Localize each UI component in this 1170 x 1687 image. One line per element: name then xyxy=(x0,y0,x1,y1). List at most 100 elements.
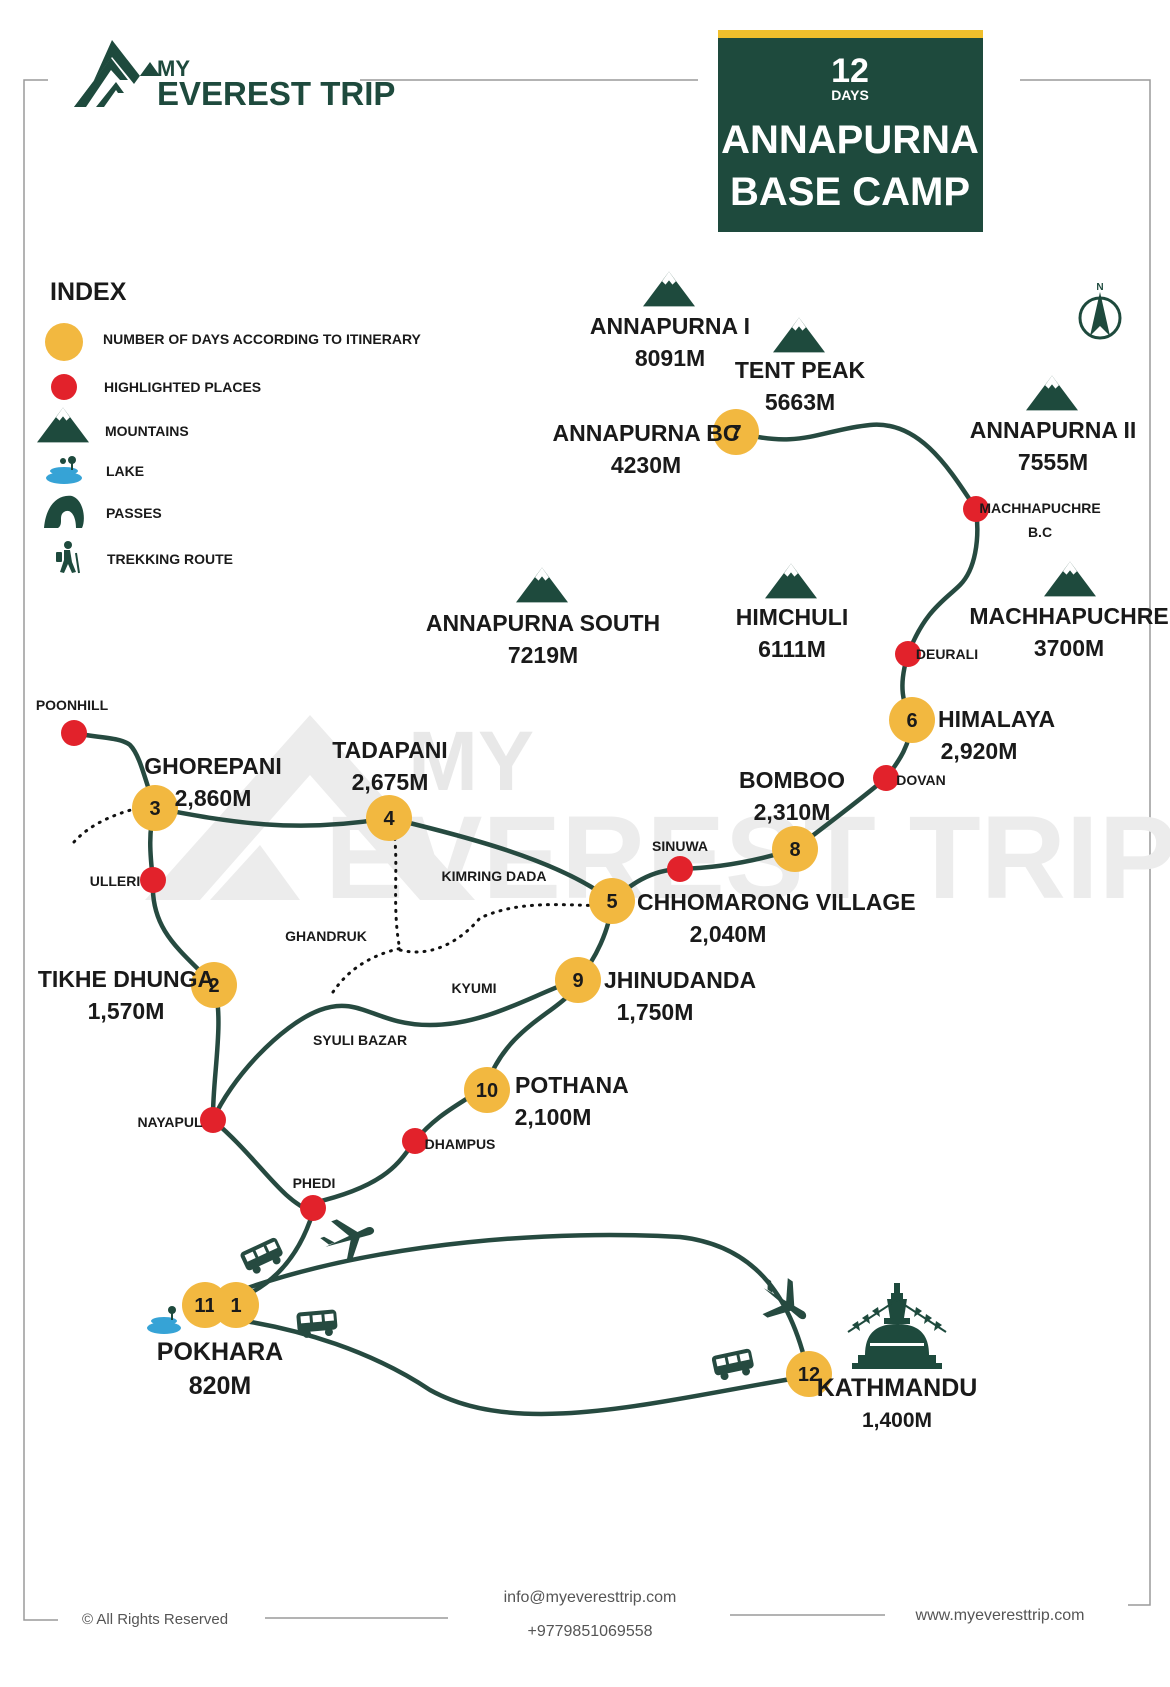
index-label-highlighted: HIGHLIGHTED PLACES xyxy=(104,379,261,395)
city-altitude-kathmandu: 1,400M xyxy=(862,1409,932,1432)
logo-text-my: MY xyxy=(157,56,190,81)
mountain-altitude: 8091M xyxy=(635,345,705,371)
route-tadapani-chhomarong xyxy=(386,815,615,904)
stop-altitude-tikhe-dhunga: 1,570M xyxy=(88,998,165,1024)
highlighted-place-labels: POONHILL ULLERI NAYAPUL PHEDI DHAMPUS SI… xyxy=(36,500,1101,1191)
bus-icon xyxy=(240,1237,283,1274)
dot-nayapul xyxy=(200,1107,226,1133)
index-label-passes: PASSES xyxy=(106,505,162,521)
index-label-lake: LAKE xyxy=(106,463,144,479)
stop-name-himalaya: HIMALAYA xyxy=(938,706,1055,732)
route-ghorepani-tadapani xyxy=(152,805,392,828)
day-stop-12: 12 xyxy=(786,1351,832,1397)
mountain-altitude: 6111M xyxy=(758,636,826,662)
day-stop-4: 4 xyxy=(366,795,412,841)
airplane-icon xyxy=(762,1278,807,1320)
pass-icon xyxy=(44,495,84,528)
stop-altitude-annapurna-bc: 4230M xyxy=(611,452,681,478)
mountain-icon xyxy=(765,563,817,599)
title-days-number: 12 xyxy=(831,52,869,90)
footer-email[interactable]: info@myeveresttrip.com xyxy=(504,1589,677,1606)
title-days-word: DAYS xyxy=(831,87,869,103)
mountain-name: ANNAPURNA SOUTH xyxy=(426,610,660,636)
mountain-name: ANNAPURNA II xyxy=(970,417,1137,443)
place-syuli-bazar: SYULI BAZAR xyxy=(313,1032,407,1048)
stop-name-ghorepani: GHOREPANI xyxy=(144,753,282,779)
index-label-mountains: MOUNTAINS xyxy=(105,423,189,439)
stop-altitude-tadapani: 2,675M xyxy=(352,769,429,795)
place-kyumi: KYUMI xyxy=(451,980,496,996)
place-dovan: DOVAN xyxy=(896,772,946,788)
dot-ulleri xyxy=(140,867,166,893)
svg-text:8: 8 xyxy=(789,839,800,861)
bus-icon xyxy=(711,1348,754,1381)
day-stop-2: 2 xyxy=(191,962,237,1008)
watermark-text-my: MY xyxy=(408,714,534,808)
footer-copyright: © All Rights Reserved xyxy=(82,1611,228,1628)
mountain-icon xyxy=(37,407,89,443)
city-name-kathmandu: KATHMANDU xyxy=(817,1374,978,1402)
stop-name-tadapani: TADAPANI xyxy=(332,737,447,763)
stop-name-pothana: POTHANA xyxy=(515,1072,629,1098)
day-stop-3: 3 xyxy=(132,785,178,831)
compass-label: N xyxy=(1096,282,1103,293)
svg-text:4: 4 xyxy=(383,808,395,830)
red-dot-icon xyxy=(51,374,77,400)
dot-deurali xyxy=(895,641,921,667)
title-line-1: ANNAPURNA xyxy=(721,118,979,162)
footer: © All Rights Reserved info@myeveresttrip… xyxy=(82,1589,1084,1640)
svg-text:10: 10 xyxy=(476,1080,498,1102)
city-labels: POKHARA 820M KATHMANDU 1,400M xyxy=(157,1338,978,1432)
svg-text:6: 6 xyxy=(906,710,917,732)
title-line-2: BASE CAMP xyxy=(730,170,970,214)
mountain-name: TENT PEAK xyxy=(735,357,866,383)
hiker-icon xyxy=(56,541,80,574)
place-ghandruk: GHANDRUK xyxy=(285,928,367,944)
mountain-icon xyxy=(1026,375,1078,411)
footer-website[interactable]: www.myeveresttrip.com xyxy=(915,1607,1085,1624)
stop-name-jhinudanda: JHINUDANDA xyxy=(604,967,756,993)
place-ulleri: ULLERI xyxy=(90,873,141,889)
place-kimring-dada: KIMRING DADA xyxy=(442,868,547,884)
dot-sinuwa xyxy=(667,856,693,882)
mountain-altitude: 5663M xyxy=(765,389,835,415)
svg-text:1: 1 xyxy=(230,1295,241,1317)
day-stop-5: 5 xyxy=(589,878,635,924)
mountain-name: ANNAPURNA I xyxy=(590,313,750,339)
mountains: ANNAPURNA I 8091M TENT PEAK 5663M ANNAPU… xyxy=(426,271,1169,668)
airplane-icon xyxy=(320,1219,375,1263)
svg-text:11: 11 xyxy=(194,1295,215,1317)
mountain-altitude: 7219M xyxy=(508,642,578,668)
index-label-days: NUMBER OF DAYS ACCORDING TO ITINERARY xyxy=(103,331,422,347)
footer-phone: +9779851069558 xyxy=(527,1623,652,1640)
title-panel xyxy=(718,38,983,232)
place-machhapuchre: MACHHAPUCHRE xyxy=(979,500,1100,516)
route-ghorepani-poonhill xyxy=(71,730,158,811)
svg-text:2: 2 xyxy=(208,975,219,997)
mountain-icon xyxy=(773,317,825,353)
route-machhapuchre-bc-annapurna-bc xyxy=(733,422,979,512)
stop-name-annapurna-bc: ANNAPURNA BC xyxy=(553,420,740,446)
mountain-icon xyxy=(643,271,695,307)
city-altitude-pokhara: 820M xyxy=(189,1372,252,1400)
mountain-name: MACHHAPUCHRE xyxy=(969,603,1168,629)
dot-machhapuchre-bc xyxy=(963,496,989,522)
brand-logo[interactable]: MY EVEREST TRIP xyxy=(74,40,395,112)
place-sinuwa: SINUWA xyxy=(652,838,708,854)
yellow-day-circle-icon xyxy=(45,323,83,361)
bus-icon xyxy=(296,1309,338,1338)
day-circles: 3 4 2 5 9 10 8 6 7 11 1 12 xyxy=(132,409,935,1397)
stop-name-tikhe-dhunga: TIKHE DHUNGA xyxy=(38,966,214,992)
watermark: MY EVEREST TRIP xyxy=(145,714,1170,924)
mountain-altitude: 7555M xyxy=(1018,449,1088,475)
dot-dovan xyxy=(873,765,899,791)
svg-text:3: 3 xyxy=(149,798,160,820)
day-stop-8: 8 xyxy=(772,826,818,872)
stupa-icon xyxy=(847,1283,947,1369)
title-box: 12 DAYS ANNAPURNA BASE CAMP xyxy=(718,30,983,232)
route-deurali-machhapuchre-bc xyxy=(905,506,980,657)
day-stop-1: 1 xyxy=(213,1282,259,1328)
index-heading: INDEX xyxy=(50,278,127,306)
highlighted-dots xyxy=(61,496,989,1221)
